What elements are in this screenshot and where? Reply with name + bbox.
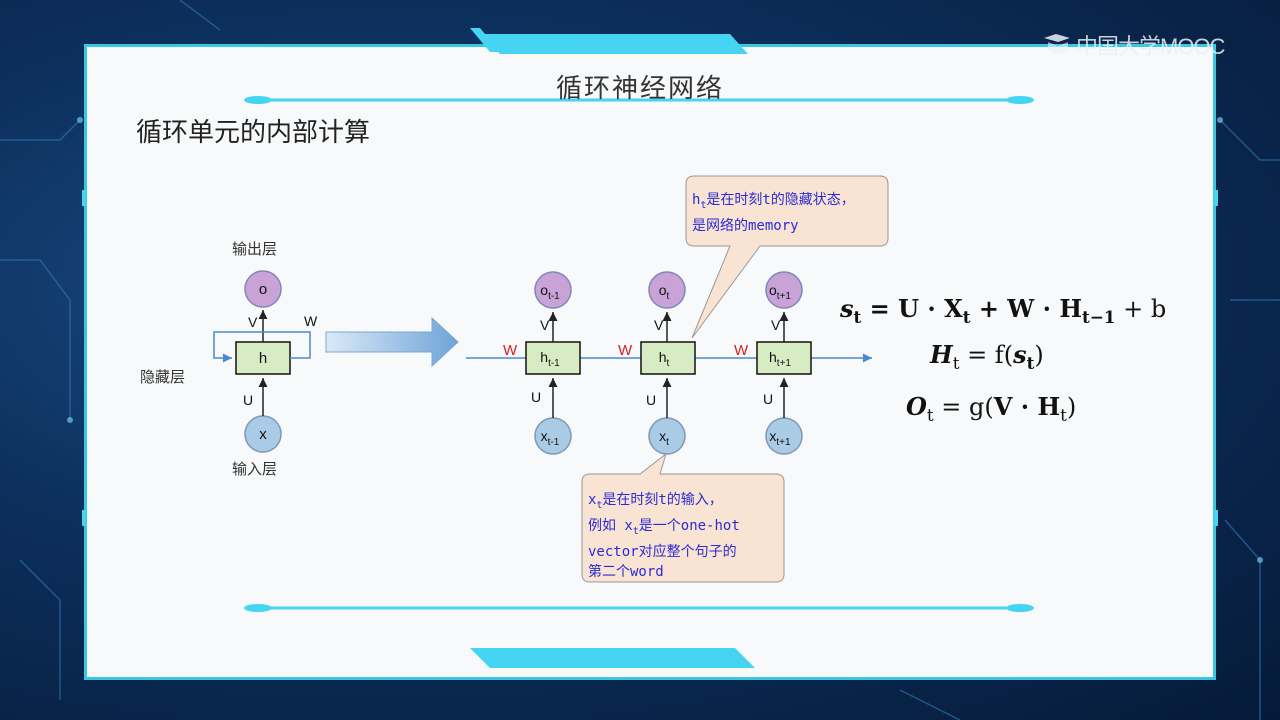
section-title: 循环单元的内部计算 <box>136 118 371 148</box>
slide-title: 循环神经网络 <box>555 74 724 104</box>
svg-text:ht: ht <box>659 349 670 369</box>
input-node-label: x <box>259 426 267 443</box>
svg-text:xt+1: xt+1 <box>769 428 791 448</box>
mooc-logo-icon <box>1044 34 1070 54</box>
step3-output-sub: t+1 <box>777 291 792 302</box>
folded-rnn: 输出层 隐藏层 输入层 o h x V W U <box>140 240 318 478</box>
svg-text:V: V <box>540 317 550 333</box>
time-step-t-minus-1: ot-1 ht-1 xt-1 V U W <box>503 271 581 455</box>
step2-hidden-label: h <box>659 349 667 365</box>
step2-output-sub: t <box>667 291 670 302</box>
time-step-t: ot ht xt V U W <box>618 271 696 455</box>
svg-text:xt: xt <box>659 428 669 448</box>
svg-text:V: V <box>771 317 781 333</box>
svg-text:ot: ot <box>659 282 670 302</box>
equation-hidden: Ht = f(st) <box>930 340 1044 373</box>
mooc-watermark: 中国大学MOOC <box>1042 30 1225 60</box>
step3-w-label: W <box>734 342 749 359</box>
step2-output-label: o <box>659 282 667 298</box>
step1-input-sub: t-1 <box>548 437 560 448</box>
step1-output-sub: t-1 <box>548 291 560 302</box>
weight-v-label: V <box>248 314 258 330</box>
weight-u-label: U <box>243 392 253 408</box>
step2-input-sub: t <box>666 437 669 448</box>
input-callout <box>581 452 785 583</box>
step3-hidden-label: h <box>769 349 777 365</box>
step2-hidden-sub: t <box>667 358 670 369</box>
hidden-state-callout-text: ht是在时刻t的隐藏状态， 是网络的memory <box>692 192 855 234</box>
time-step-t-plus-1: ot+1 ht+1 xt+1 V U W <box>734 271 812 455</box>
step3-output-label: o <box>769 282 777 298</box>
step2-input-label: x <box>659 428 666 444</box>
svg-text:ht-1: ht-1 <box>540 349 560 369</box>
hidden-node-label: h <box>259 350 267 367</box>
output-layer-label: 输出层 <box>232 240 277 258</box>
svg-text:ht+1: ht+1 <box>769 349 791 369</box>
equation-output: Ot = g(V · Ht) <box>906 392 1077 425</box>
weight-w-label: W <box>304 313 318 329</box>
watermark-text: 中国大学MOOC <box>1076 34 1225 59</box>
input-layer-label: 输入层 <box>232 460 277 478</box>
svg-text:ot-1: ot-1 <box>540 282 560 302</box>
svg-text:ot+1: ot+1 <box>769 282 791 302</box>
unfold-arrow-icon <box>325 316 459 368</box>
step1-hidden-label: h <box>540 349 548 365</box>
hidden-state-callout <box>685 175 889 339</box>
equation-state: st = U · Xt + W · Ht−1 + b <box>840 294 1167 327</box>
hidden-node <box>235 341 291 375</box>
step1-w-label: W <box>503 342 518 359</box>
step1-output-label: o <box>540 282 548 298</box>
svg-text:U: U <box>646 392 656 408</box>
step3-input-sub: t+1 <box>776 437 791 448</box>
svg-text:V: V <box>654 317 664 333</box>
step3-input-label: x <box>769 428 776 444</box>
hidden-layer-label: 隐藏层 <box>140 368 185 386</box>
step1-hidden-sub: t-1 <box>548 358 560 369</box>
svg-text:xt-1: xt-1 <box>541 428 560 448</box>
output-node-label: o <box>259 281 267 298</box>
input-callout-text: xt是在时刻t的输入， 例如 xt是一个one-hot vector对应整个句子… <box>588 492 740 580</box>
output-node <box>244 270 282 308</box>
step2-w-label: W <box>618 342 633 359</box>
svg-text:U: U <box>531 389 541 405</box>
step3-hidden-sub: t+1 <box>777 358 792 369</box>
step1-input-label: x <box>541 428 548 444</box>
svg-text:U: U <box>763 391 773 407</box>
